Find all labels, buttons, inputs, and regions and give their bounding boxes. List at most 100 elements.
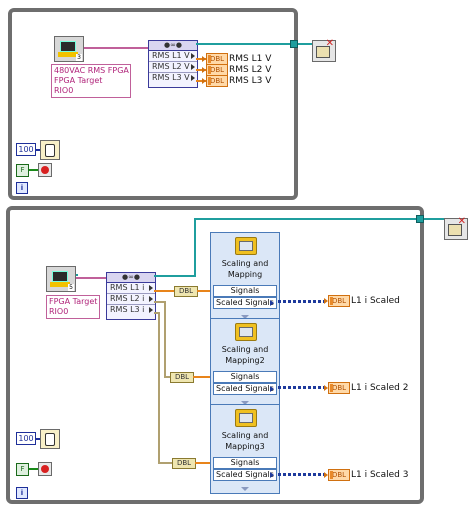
dbl-wire — [195, 462, 210, 464]
signals-input-terminal[interactable]: Signals — [213, 457, 277, 469]
read-item-label: RMS L2 V — [152, 62, 190, 71]
fpga-reference-wire — [76, 277, 106, 279]
scaling-mapping-express-vi[interactable]: Scaling and Mapping Signals Scaled Signa… — [210, 232, 280, 322]
read-item[interactable]: RMS L2 V — [149, 62, 197, 73]
read-write-header-icon: ●∞● — [107, 273, 155, 283]
monitor-glyph — [52, 271, 68, 282]
read-write-control[interactable]: ●∞● RMS L1 i RMS L2 i RMS L3 i — [106, 272, 156, 320]
reference-out-wire — [424, 218, 444, 220]
wait-function-icon[interactable] — [40, 429, 60, 449]
terminal-label: Scaled Signals — [216, 298, 274, 307]
read-item[interactable]: RMS L3 i — [107, 305, 155, 315]
read-item-label: RMS L3 i — [110, 305, 145, 314]
dynamic-data-wire — [278, 473, 324, 476]
loop-tunnel — [290, 40, 298, 48]
signals-input-terminal[interactable]: Signals — [213, 371, 277, 383]
fpga-label-line: 480VAC RMS FPGA — [54, 66, 129, 75]
express-vi-title-line: Mapping — [227, 270, 263, 279]
numeric-indicator[interactable]: DBL — [324, 382, 350, 394]
numeric-indicator[interactable]: DBL — [202, 53, 228, 65]
dbl-wire — [154, 312, 158, 314]
read-item[interactable]: RMS L3 V — [149, 73, 197, 83]
fpga-label-line: FPGA Target — [49, 297, 98, 306]
iteration-terminal: i — [16, 487, 28, 499]
fpga-reference-icon[interactable]: 5 — [46, 266, 76, 292]
target-glyph — [50, 282, 70, 287]
wait-wire — [36, 149, 42, 151]
read-item-label: RMS L1 V — [152, 51, 190, 60]
fpga-label-line: RIO0 — [49, 307, 69, 316]
express-vi-title-line: Mapping2 — [225, 356, 265, 365]
scaling-mapping-express-vi[interactable]: Scaling and Mapping2 Signals Scaled Sign… — [210, 318, 280, 408]
watch-glyph — [45, 433, 55, 446]
indicator-label: RMS L3 V — [229, 76, 272, 86]
reference-out-wire — [298, 43, 312, 45]
stop-condition-icon[interactable] — [38, 462, 52, 476]
express-vi-icon — [235, 237, 257, 255]
numeric-indicator[interactable]: DBL — [324, 469, 350, 481]
false-constant[interactable]: F — [16, 164, 29, 177]
stop-condition-icon[interactable] — [38, 163, 52, 177]
numeric-indicator[interactable]: DBL — [324, 295, 350, 307]
coercion-dot: DBL — [172, 458, 196, 469]
dbl-wire — [197, 290, 210, 292]
express-vi-title: Scaling and Mapping3 — [211, 430, 279, 452]
reference-number: 5 — [68, 284, 74, 291]
dbl-wire — [154, 290, 174, 292]
stop-wire — [29, 169, 39, 171]
terminal-label: Scaled Signals — [216, 470, 274, 479]
close-x-glyph: ✕ — [457, 216, 466, 227]
close-fpga-reference-icon[interactable]: ✕ — [444, 216, 468, 240]
wait-function-icon[interactable] — [40, 140, 60, 160]
fpga-reference-label: 480VAC RMS FPGA FPGA Target RIO0 — [51, 64, 131, 98]
dbl-wire — [193, 376, 210, 378]
read-item[interactable]: RMS L2 i — [107, 294, 155, 305]
scaling-mapping-express-vi[interactable]: Scaling and Mapping3 Signals Scaled Sign… — [210, 404, 280, 494]
resize-grip-icon[interactable] — [241, 487, 249, 491]
resize-grip-icon[interactable] — [241, 315, 249, 319]
dynamic-data-wire — [278, 386, 324, 389]
dynamic-data-wire — [278, 300, 324, 303]
express-vi-title-line: Scaling and — [221, 431, 269, 440]
close-x-glyph: ✕ — [325, 38, 334, 49]
indicator-label: RMS L2 V — [229, 65, 272, 75]
read-item[interactable]: RMS L1 V — [149, 51, 197, 62]
scaled-signals-output-terminal[interactable]: Scaled Signals — [213, 469, 277, 481]
monitor-glyph — [60, 41, 76, 52]
express-vi-title-line: Mapping3 — [225, 442, 265, 451]
false-constant[interactable]: F — [16, 463, 29, 476]
close-reference-glyph — [316, 46, 330, 58]
express-vi-icon — [235, 323, 257, 341]
terminal-label: Signals — [230, 458, 260, 467]
fpga-reference-wire — [84, 47, 148, 49]
scaled-signals-output-terminal[interactable]: Scaled Signals — [213, 297, 277, 309]
fpga-label-line: RIO0 — [54, 86, 74, 95]
read-item-label: RMS L2 i — [110, 294, 145, 303]
target-glyph — [58, 52, 78, 57]
fpga-label-line: FPGA Target — [54, 76, 103, 85]
numeric-indicator[interactable]: DBL — [202, 75, 228, 87]
coercion-dot: DBL — [170, 372, 194, 383]
express-vi-title-line: Scaling and — [221, 345, 269, 354]
resize-grip-icon[interactable] — [241, 401, 249, 405]
wait-ms-constant[interactable]: 100 — [16, 143, 36, 156]
express-vi-title-line: Scaling and — [221, 259, 269, 268]
express-vi-title: Scaling and Mapping2 — [211, 344, 279, 366]
indicator-label: L1 i Scaled — [351, 296, 400, 306]
read-write-control[interactable]: ●∞● RMS L1 V RMS L2 V RMS L3 V — [148, 40, 198, 88]
wait-wire — [36, 438, 42, 440]
fpga-reference-icon[interactable]: 3 — [54, 36, 84, 62]
read-item[interactable]: RMS L1 i — [107, 283, 155, 294]
close-fpga-reference-icon[interactable]: ✕ — [312, 38, 336, 62]
wait-ms-constant[interactable]: 100 — [16, 432, 36, 445]
terminal-label: Signals — [230, 372, 260, 381]
iteration-terminal: i — [16, 182, 28, 194]
close-reference-glyph — [448, 224, 462, 236]
signals-input-terminal[interactable]: Signals — [213, 285, 277, 297]
terminal-label: Scaled Signals — [216, 384, 274, 393]
reference-out-wire — [194, 218, 416, 220]
reference-out-wire — [76, 274, 78, 276]
dbl-wire — [196, 58, 206, 60]
dbl-wire — [158, 462, 172, 464]
scaled-signals-output-terminal[interactable]: Scaled Signals — [213, 383, 277, 395]
